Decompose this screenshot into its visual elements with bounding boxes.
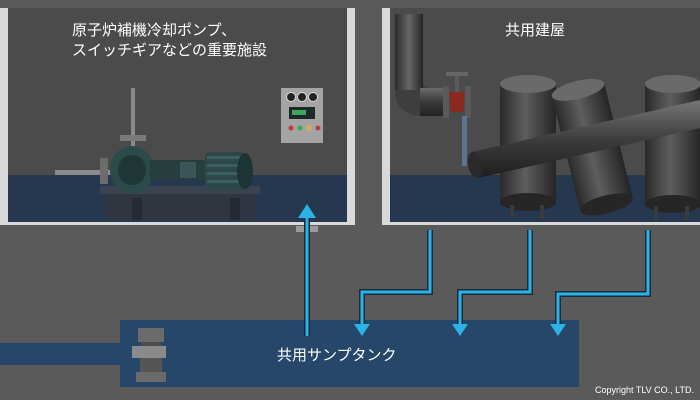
sump-tank <box>120 320 579 387</box>
tank-label: 共用サンプタンク <box>277 346 397 364</box>
pump-motor-icon <box>55 88 253 194</box>
left-room-label: 原子炉補機冷却ポンプ、 スイッチギアなどの重要施設 <box>72 20 267 60</box>
drain-arrow-2 <box>458 230 532 326</box>
inlet-pipe <box>0 343 124 365</box>
vertical-tank-icon-3 <box>645 75 700 220</box>
left-room-label-line2: スイッチギアなどの重要施設 <box>72 41 268 59</box>
drain-arrow-1 <box>360 230 432 326</box>
control-panel-icon <box>281 88 323 143</box>
drain-arrows <box>354 230 651 336</box>
right-room-label: 共用建屋 <box>505 21 566 39</box>
gate-valve-icon <box>395 14 471 166</box>
left-room <box>0 8 355 225</box>
right-room <box>382 8 700 225</box>
drain-arrow-3 <box>556 230 650 326</box>
diagonal-pipe <box>472 100 700 178</box>
pump-discharge-arrow <box>296 204 318 336</box>
copyright-text: Copyright TLV CO., LTD. <box>594 385 694 395</box>
sump-pump-icon <box>132 328 166 382</box>
left-room-label-line1: 原子炉補機冷却ポンプ、 <box>72 21 237 39</box>
